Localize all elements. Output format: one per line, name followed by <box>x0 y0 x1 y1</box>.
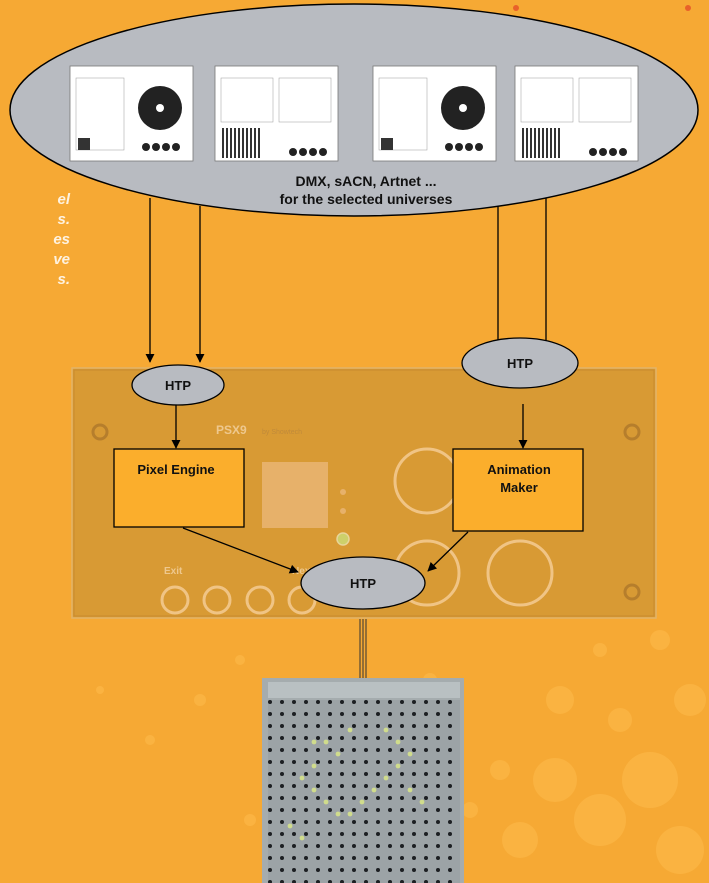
side-caption-line: el <box>57 191 70 208</box>
device-button-left: Exit <box>164 566 183 577</box>
status-led <box>340 489 346 495</box>
console-thumbnail <box>372 65 497 162</box>
htp-node-bottom <box>300 556 426 610</box>
accent-dot <box>685 5 691 11</box>
led-matrix <box>262 678 464 883</box>
status-led <box>336 532 350 546</box>
device-brand: PSX9 <box>216 423 247 437</box>
output-cable <box>359 619 367 680</box>
side-caption-line: ve <box>53 251 70 268</box>
side-caption-line: s. <box>57 271 70 288</box>
pixel-engine-label: Pixel Engine <box>137 462 214 477</box>
htp-label: HTP <box>507 356 533 371</box>
screw-icon <box>91 423 109 441</box>
sources-caption-line1: DMX, sACN, Artnet ... <box>295 173 436 189</box>
device-display <box>262 462 328 528</box>
console-thumbnail <box>214 65 339 162</box>
animation-maker-label-line1: Animation <box>487 462 551 477</box>
status-led <box>340 508 346 514</box>
htp-label: HTP <box>350 576 376 591</box>
screw-icon <box>623 583 641 601</box>
sources-ellipse <box>9 3 699 217</box>
console-thumbnail <box>514 65 639 162</box>
flow-arrow <box>182 527 299 574</box>
sources-caption-line2: for the selected universes <box>280 191 453 207</box>
side-caption-line: es <box>53 231 70 248</box>
control-button <box>245 585 275 615</box>
flow-arrow <box>427 531 469 572</box>
htp-node-left <box>131 364 225 406</box>
htp-label: HTP <box>165 378 191 393</box>
control-button <box>202 585 232 615</box>
htp-node-right <box>461 337 579 389</box>
screw-icon <box>623 423 641 441</box>
device-button-right: Next <box>292 566 314 577</box>
xlr-connector-icon <box>486 539 554 607</box>
side-caption: el s. es ve s. <box>0 190 70 290</box>
accent-dot <box>513 5 519 11</box>
animation-maker-box <box>452 448 584 532</box>
device-maker: by Showtech <box>262 429 302 436</box>
animation-maker-label-line2: Maker <box>500 480 538 495</box>
control-button <box>160 585 190 615</box>
side-caption-line: s. <box>57 211 70 228</box>
pixel-engine-box <box>113 448 245 528</box>
console-thumbnail <box>69 65 194 162</box>
